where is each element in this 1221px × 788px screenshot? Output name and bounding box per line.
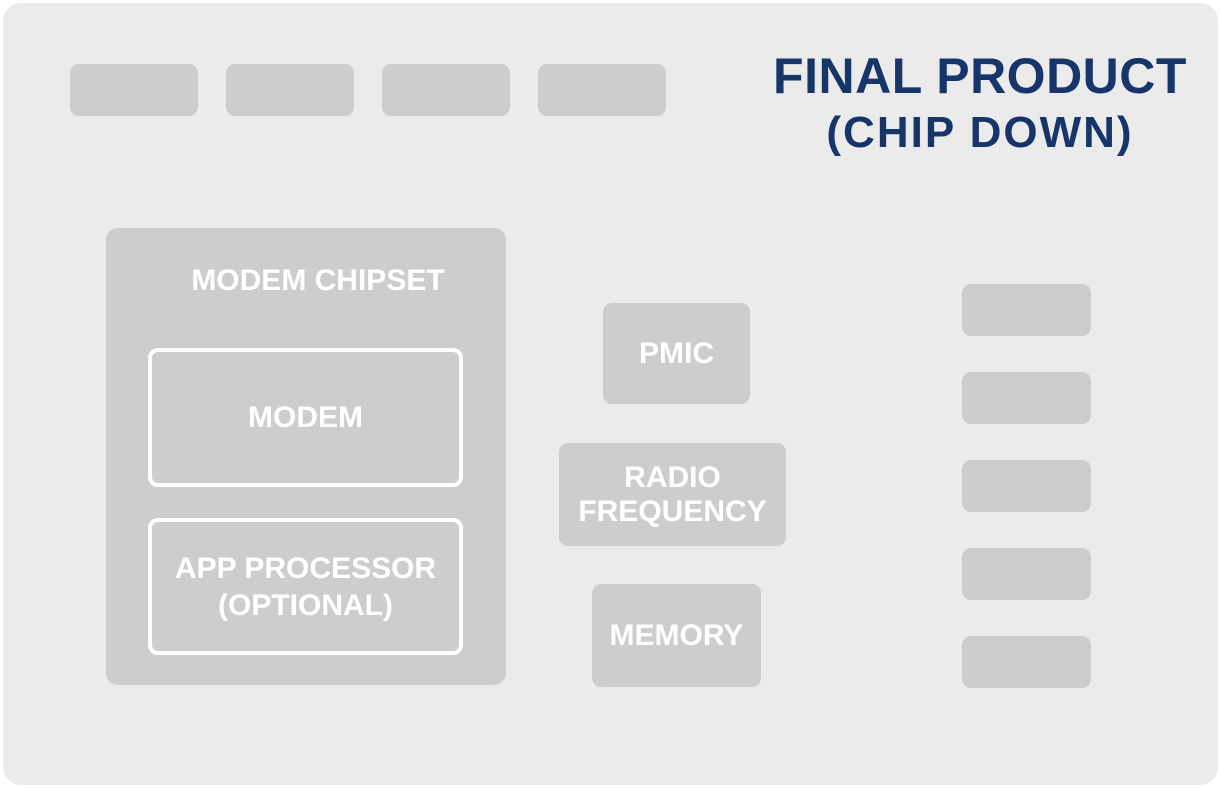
radio-frequency-label-line1: RADIO (624, 460, 721, 494)
modem-block: MODEM (148, 348, 463, 487)
unlabeled-chip-block (962, 636, 1091, 688)
unlabeled-chip-block (962, 548, 1091, 600)
app-processor-label-line1: APP PROCESSOR (174, 551, 437, 585)
diagram-title-line1: FINAL PRODUCT (773, 48, 1187, 104)
right-chip-column (962, 284, 1091, 688)
radio-frequency-block: RADIO FREQUENCY (559, 443, 786, 546)
memory-block: MEMORY (592, 584, 761, 687)
modem-label: MODEM (248, 401, 363, 434)
modem-chipset-block: MODEM CHIPSET MODEM APP PROCESSOR (OPTIO… (106, 228, 506, 685)
app-processor-block: APP PROCESSOR (OPTIONAL) (148, 518, 463, 655)
top-chip-row (70, 64, 666, 116)
pmic-label: PMIC (639, 336, 714, 370)
unlabeled-chip-block (962, 460, 1091, 512)
unlabeled-chip-block (962, 372, 1091, 424)
unlabeled-chip-block (962, 284, 1091, 336)
memory-label: MEMORY (609, 618, 744, 652)
diagram-title: FINAL PRODUCT (CHIP DOWN) (745, 48, 1215, 158)
modem-chipset-label: MODEM CHIPSET (191, 264, 445, 297)
radio-frequency-label-line2: FREQUENCY (578, 494, 767, 528)
app-processor-label-line2: (OPTIONAL) (218, 588, 393, 622)
pmic-block: PMIC (603, 303, 750, 404)
unlabeled-chip-block (382, 64, 510, 116)
unlabeled-chip-block (538, 64, 666, 116)
unlabeled-chip-block (70, 64, 198, 116)
unlabeled-chip-block (226, 64, 354, 116)
diagram-title-line2: (CHIP DOWN) (826, 108, 1134, 157)
